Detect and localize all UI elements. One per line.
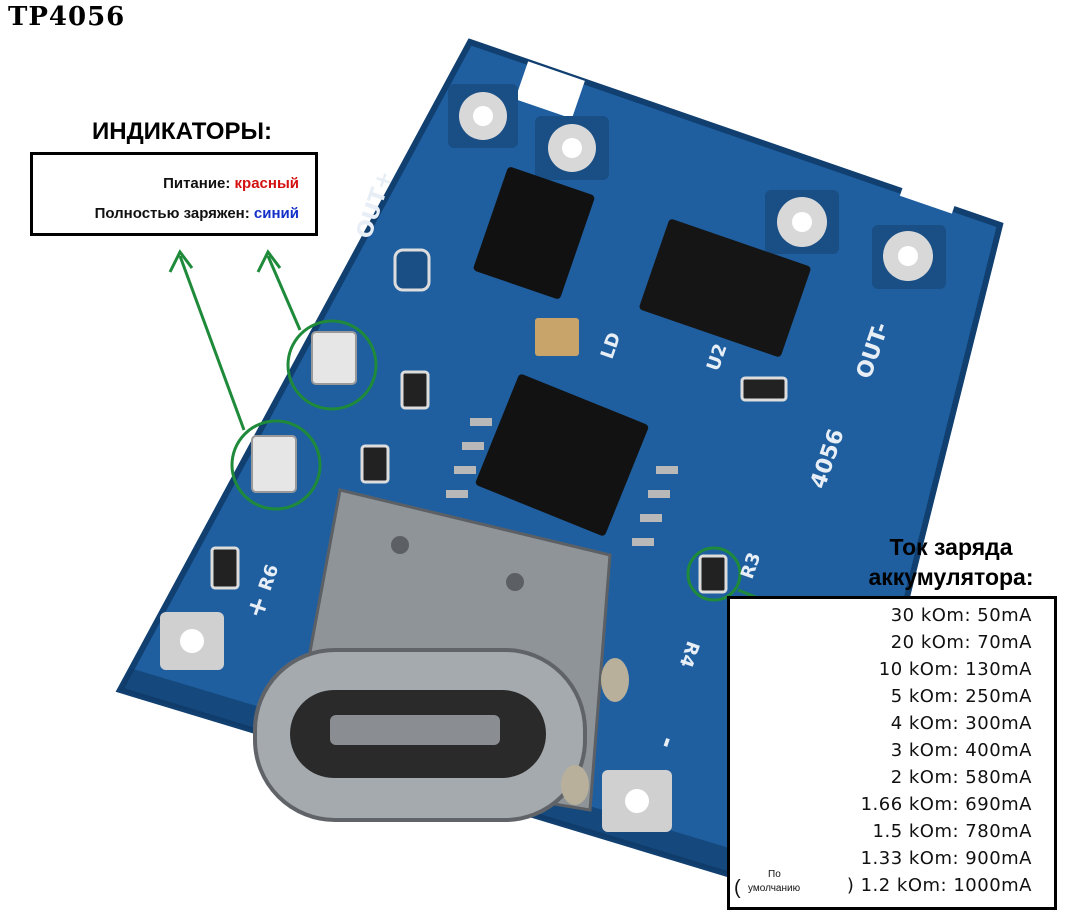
usb-c-connector: [253, 488, 612, 822]
mounting-pad: [160, 612, 224, 670]
charge-current-heading-line1: Ток заряда: [889, 534, 1013, 560]
resistor: [740, 376, 788, 402]
resistor: [210, 546, 240, 590]
tp4056-chip: [475, 374, 649, 536]
default-note-line1: По: [768, 869, 781, 880]
indicator-full-color: синий: [253, 205, 299, 222]
pcb-notch: [515, 61, 585, 119]
indicator-power-color: красный: [234, 175, 299, 192]
annotation-arrow: [256, 249, 302, 331]
mounting-pad: [602, 770, 672, 832]
default-note-line2: умолчанию: [748, 883, 801, 894]
resistor: [360, 444, 390, 484]
indicator-power-label: Питание:: [163, 175, 235, 192]
current-row-default: ) 1.2 kOm: 1000mA: [846, 875, 1032, 896]
annotation-arrow: [168, 249, 246, 431]
solder-pad: [448, 84, 518, 148]
indicators-box: Питание: красный Полностью заряжен: сини…: [30, 152, 318, 236]
solder-pad: [872, 225, 946, 289]
resistor: [400, 370, 430, 410]
resistor-r3: [698, 554, 728, 594]
annotation-circle-blue-led: [230, 419, 322, 511]
current-row: 1.66 kOm: 690mA: [860, 794, 1032, 815]
current-row: 5 kOm: 250mA: [890, 686, 1032, 707]
page-title: TP4056: [8, 2, 126, 32]
solder-blob: [561, 765, 589, 805]
current-row: 1.5 kOm: 780mA: [872, 821, 1032, 842]
current-row: 30 kOm: 50mA: [890, 605, 1032, 626]
resistor: [393, 248, 431, 292]
indicator-full-line: Полностью заряжен: синий: [95, 205, 299, 222]
protection-chip: [639, 219, 811, 357]
indicators-heading: ИНДИКАТОРЫ:: [92, 118, 272, 145]
current-row: 3 kOm: 400mA: [890, 740, 1032, 761]
led-blue: [251, 435, 297, 493]
chip-pins: [446, 418, 678, 546]
mosfet-chip: [473, 167, 595, 299]
led-red: [311, 331, 357, 385]
current-row: 10 kOm: 130mA: [878, 659, 1032, 680]
capacitor: [535, 318, 579, 356]
indicator-full-label: Полностью заряжен:: [94, 205, 254, 222]
current-row: 2 kOm: 580mA: [890, 767, 1032, 788]
pcb-notch: [899, 157, 965, 214]
charge-current-heading-line2: аккумулятора:: [868, 564, 1034, 590]
charge-current-heading: Ток заряда аккумулятора:: [862, 532, 1040, 592]
annotation-circle-red-led: [286, 319, 378, 411]
indicator-power-line: Питание: красный: [163, 175, 299, 192]
current-row: 4 kOm: 300mA: [890, 713, 1032, 734]
default-paren-open: (: [734, 877, 741, 899]
charge-current-table: 30 kOm: 50mA 20 kOm: 70mA 10 kOm: 130mA …: [727, 596, 1057, 910]
annotation-circle-r3: [686, 546, 742, 602]
solder-pad: [535, 116, 609, 180]
current-row: 1.33 kOm: 900mA: [860, 848, 1032, 869]
default-note: ( По умолчанию: [734, 869, 834, 901]
solder-pad: [765, 190, 839, 254]
current-row: 20 kOm: 70mA: [890, 632, 1032, 653]
solder-blob: [601, 658, 629, 702]
